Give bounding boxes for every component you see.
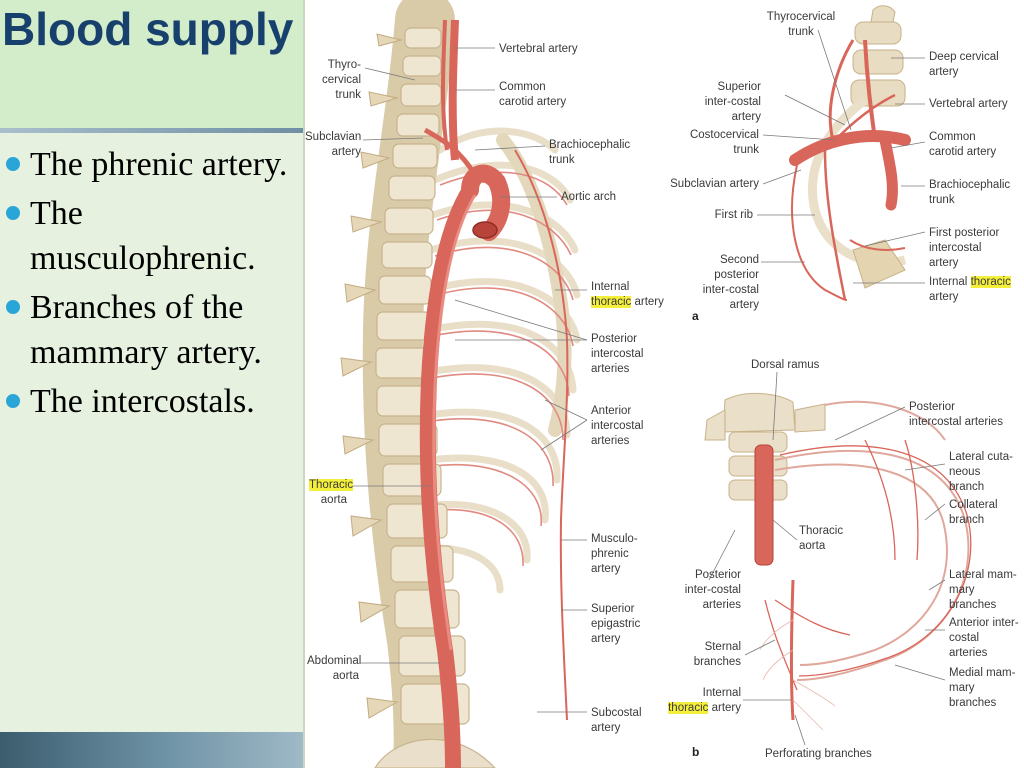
label-b-anterior-intercostal-arteries: Anterior inter-costal arteries (949, 617, 1019, 659)
panel-a-illustration (757, 5, 926, 301)
label-b-medial-mammary-branches: Medial mam-mary branches (949, 667, 1016, 709)
bullet-item: The musculophrenic. (6, 191, 298, 281)
label-b-collateral-branch: Collateral branch (949, 499, 998, 526)
bullet-text: The intercostals. (30, 383, 255, 420)
panel-a-letter: a (692, 309, 699, 323)
label-b-lateral-mammary-branches: Lateral mam-mary branches (949, 569, 1017, 611)
label-b-sternal-branches: Sternal branches (693, 641, 741, 668)
title-underline (0, 128, 303, 133)
label-abdominal-aorta: Abdominal aorta (307, 655, 362, 682)
label-a-common-carotid-artery: Common carotid artery (929, 131, 997, 158)
label-a-second-posterior-intercostal-artery: Second posterior inter-costal artery (702, 254, 759, 311)
label-common-carotid-artery: Common carotid artery (499, 81, 567, 108)
bullet-text: The phrenic artery. (30, 146, 288, 183)
label-anterior-intercostal-arteries: Anterior intercostal arteries (591, 405, 644, 447)
internal-thoracic-artery (514, 149, 569, 721)
label-a-brachiocephalic-trunk: Brachiocephalic trunk (929, 179, 1011, 206)
label-b-thoracic-aorta: Thoracic aorta (799, 525, 844, 552)
label-a-internal-thoracic-artery: Internal thoracic artery (929, 275, 1011, 305)
bullet-dot-icon (6, 157, 20, 171)
label-a-thyrocervical-trunk: Thyrocervical trunk (766, 11, 836, 38)
label-a-costocervical-trunk: Costocervical trunk (689, 129, 759, 156)
label-b-lateral-cutaneous-branch: Lateral cuta-neous branch (949, 451, 1013, 493)
label-subclavian-artery: Subclavian artery (305, 131, 362, 158)
label-b-internal-thoracic-pre: Internal (702, 687, 741, 699)
bullet-dot-icon (6, 394, 20, 408)
label-superior-epigastric-artery: Superior epigastric artery (591, 603, 641, 645)
label-thoracic-aorta: Thoracic aorta (309, 478, 354, 508)
panel-b-illustration (704, 371, 972, 746)
label-posterior-intercostal-arteries: Posterior intercostal arteries (591, 333, 644, 375)
label-aortic-arch: Aortic arch (561, 191, 616, 203)
label-a-internal-thoracic-highlight: thoracic (970, 276, 1011, 288)
label-a-internal-thoracic-pre: Internal (929, 276, 968, 288)
panel-divider (303, 0, 305, 768)
label-vertebral-artery: Vertebral artery (499, 43, 578, 55)
sternum (496, 133, 572, 437)
slide-title: Blood supply (2, 3, 294, 55)
anatomy-figure: Thyro-cervical trunk Subclavian artery T… (305, 0, 1024, 768)
bullet-dot-icon (6, 300, 20, 314)
label-internal-thoracic-artery: Internal thoracic artery (591, 280, 664, 310)
label-b-posterior-intercostal-arteries-left: Posterior inter-costal arteries (684, 569, 741, 611)
aorta (419, 19, 511, 768)
label-brachiocephalic-trunk: Brachiocephalic trunk (549, 139, 631, 166)
label-thoracic-aorta-rest: aorta (320, 494, 347, 506)
bullet-list: The phrenic artery. The musculophrenic. … (6, 142, 298, 428)
label-musculophrenic-artery: Musculo-phrenic artery (591, 533, 638, 575)
main-spine-illustration (340, 0, 972, 768)
bullet-item: The phrenic artery. (6, 142, 298, 187)
text-panel: Blood supply The phrenic artery. The mus… (0, 0, 303, 768)
label-thyrocervical-trunk: Thyro-cervical trunk (322, 59, 361, 101)
label-internal-thoracic-post: artery (634, 296, 664, 308)
label-b-perforating-branches: Perforating branches (765, 748, 872, 760)
label-subcostal-artery: Subcostal artery (591, 707, 642, 734)
label-a-deep-cervical-artery: Deep cervical artery (929, 51, 999, 78)
bullet-text: Branches of the mammary artery. (30, 289, 262, 371)
label-a-superior-intercostal-artery: Superior inter-costal artery (704, 81, 761, 123)
label-b-internal-thoracic-artery: Internal thoracic artery (661, 686, 741, 716)
label-b-internal-thoracic-post: artery (711, 702, 741, 714)
bullet-text: The musculophrenic. (30, 195, 256, 277)
label-a-first-rib: First rib (714, 209, 753, 221)
bullet-item: Branches of the mammary artery. (6, 285, 298, 375)
label-a-internal-thoracic-post: artery (929, 291, 959, 303)
label-a-vertebral-artery: Vertebral artery (929, 98, 1008, 110)
label-b-dorsal-ramus: Dorsal ramus (751, 359, 820, 371)
label-b-internal-thoracic-highlight: thoracic (668, 702, 709, 714)
footer-band (0, 732, 303, 768)
bullet-dot-icon (6, 206, 20, 220)
label-internal-thoracic-highlight: thoracic (591, 296, 632, 308)
label-thoracic-aorta-highlight: Thoracic (309, 479, 354, 491)
label-internal-thoracic-pre: Internal (591, 281, 630, 293)
bullet-item: The intercostals. (6, 379, 298, 424)
label-b-posterior-intercostal-arteries: Posterior intercostal arteries (909, 401, 1003, 428)
label-a-subclavian-artery: Subclavian artery (670, 178, 759, 190)
label-a-first-posterior-intercostal-artery: First posterior intercostal artery (929, 227, 1000, 269)
main-leader-lines (349, 47, 588, 713)
panel-b-letter: b (692, 745, 700, 759)
title-box: Blood supply (0, 0, 303, 128)
